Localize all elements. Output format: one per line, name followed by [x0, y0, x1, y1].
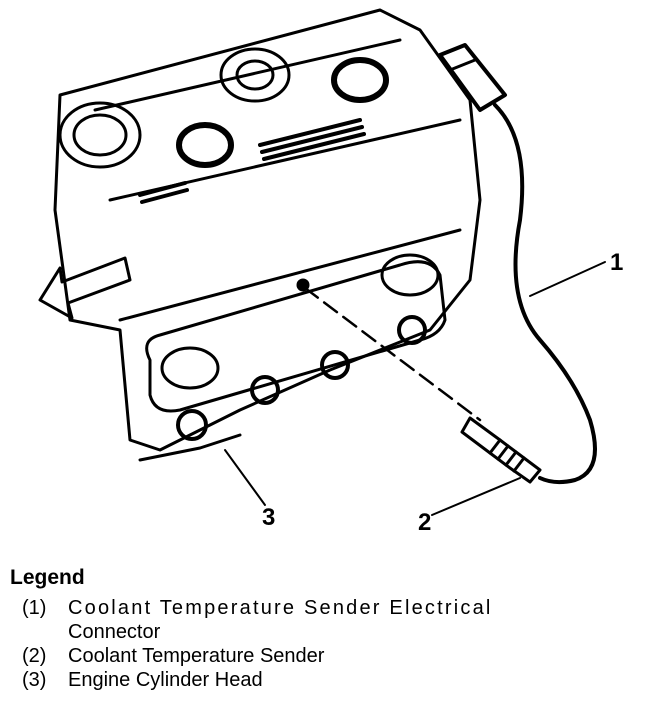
callout-3: 3 [262, 504, 275, 531]
spark-plug-well-1-inner [72, 113, 128, 157]
legend-item-1: (1) Coolant Temperature Sender Electrica… [10, 596, 665, 620]
electrical-connector [438, 43, 507, 112]
spark-plug-well-4 [176, 122, 234, 168]
coolant-temperature-sender [460, 416, 542, 484]
leader-line-1 [529, 261, 606, 297]
sender-wire [493, 103, 597, 485]
legend-item-2: (2) Coolant Temperature Sender [10, 644, 665, 668]
exhaust-port-2 [380, 253, 440, 297]
legend-item-1-label-line2: Connector [68, 621, 161, 643]
engine-diagram: 1 2 3 [38, 8, 623, 536]
manifold-flange [145, 260, 447, 413]
leader-line-2 [431, 477, 521, 516]
cover-ribs-1 [258, 118, 366, 161]
spark-plug-well-2 [219, 47, 291, 103]
bolt-1 [176, 409, 208, 441]
exhaust-port-1 [160, 346, 220, 390]
spark-plug-well-2-inner [235, 59, 275, 91]
cover-ribs-2 [138, 181, 189, 204]
bolt-3 [320, 350, 350, 380]
lower-bracket [138, 433, 242, 462]
spark-plug-well-3 [331, 57, 389, 103]
bolt-4 [397, 315, 427, 345]
legend-item-1-number: (1) [22, 597, 47, 619]
callout-2: 2 [418, 509, 431, 536]
install-line [303, 286, 482, 422]
bolt-2 [250, 375, 280, 405]
valve-cover-ridge [93, 38, 402, 112]
legend-item-1-label: Coolant Temperature Sender Electrical [68, 597, 493, 619]
legend-item-3: (3) Engine Cylinder Head [10, 668, 665, 692]
front-arrow [38, 256, 132, 320]
head-gasket-line [118, 228, 462, 322]
cylinder-head-outline [53, 8, 482, 452]
legend-item-3-number: (3) [22, 669, 47, 691]
legend-item-1-continuation: Connector [10, 620, 665, 644]
leader-line-3 [224, 449, 266, 506]
callout-1: 1 [610, 249, 623, 276]
legend: Legend (1) Coolant Temperature Sender El… [10, 566, 665, 692]
legend-item-2-label: Coolant Temperature Sender [68, 645, 325, 667]
legend-item-2-number: (2) [22, 645, 47, 667]
legend-item-3-label: Engine Cylinder Head [68, 669, 263, 691]
spark-plug-well-1 [58, 101, 142, 169]
legend-title: Legend [10, 566, 85, 589]
